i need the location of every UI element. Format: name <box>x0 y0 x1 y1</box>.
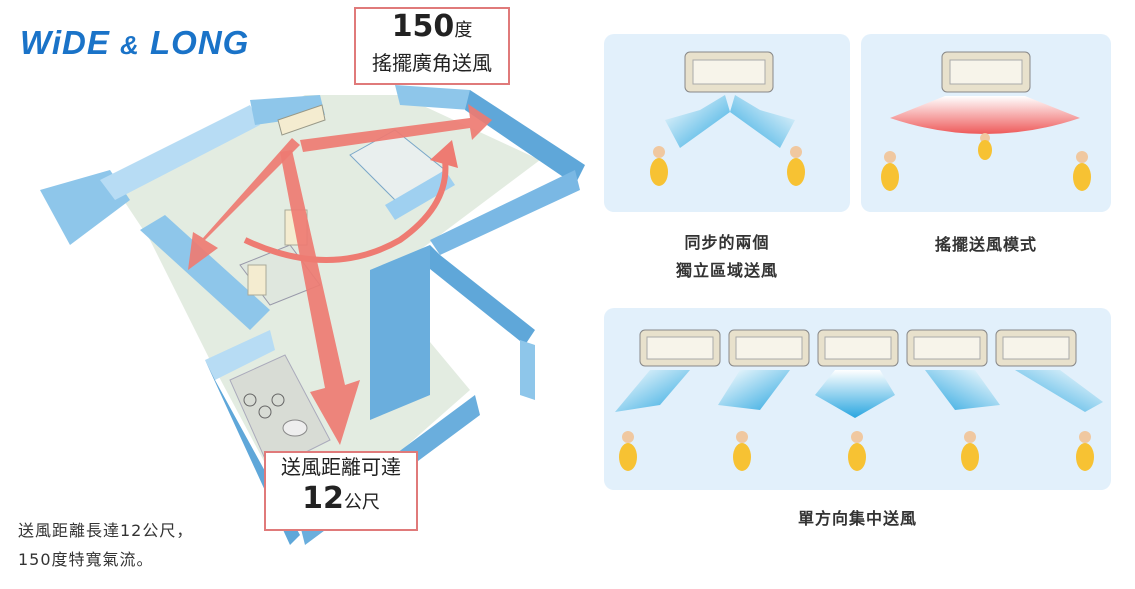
arrow-left <box>188 138 300 270</box>
swing-arc-head <box>430 140 458 168</box>
person-icon <box>733 431 751 471</box>
person-icon <box>1076 431 1094 471</box>
stove-burner <box>258 405 272 419</box>
ac-unit-4 <box>906 329 988 367</box>
callout-angle-value: 150度 <box>356 9 508 49</box>
wall-right-mid <box>430 170 580 255</box>
label-sync-line2: 獨立區域送風 <box>675 261 778 280</box>
airflow-4 <box>925 370 1000 410</box>
ac-unit-sync <box>684 51 774 93</box>
distance-unit: 公尺 <box>343 492 380 513</box>
kitchen-counter <box>229 354 331 471</box>
label-swing-mode: 搖擺送風模式 <box>934 235 1037 254</box>
callout-distance-value: 12公尺 <box>266 481 416 521</box>
wall-back-left <box>100 105 260 200</box>
wall-right-lower <box>425 245 535 345</box>
airflow-swing <box>890 96 1080 134</box>
kitchen-sink <box>282 419 308 437</box>
label-sync-line1: 同步的兩個 <box>684 233 770 252</box>
wall-inner-left <box>140 215 270 330</box>
logo-ampersand: & <box>120 30 140 60</box>
angle-unit: 度 <box>454 20 473 41</box>
ac-unit-3 <box>817 329 899 367</box>
logo-part-wide: WiDE <box>20 24 110 61</box>
callout-distance-desc: 送風距離可達 <box>281 455 401 479</box>
person-icon <box>848 431 866 471</box>
angle-number: 150 <box>391 9 455 44</box>
airflow-3 <box>815 370 895 418</box>
wall-right-top <box>465 90 585 185</box>
arrow-right <box>300 104 492 152</box>
wall-right-corner <box>520 340 535 400</box>
caption-line-1: 送風距離長達12公尺， <box>18 521 194 540</box>
label-single-direction-mode: 單方向集中送風 <box>797 509 917 528</box>
wall-kitchen-top <box>205 330 275 380</box>
person-icon <box>961 431 979 471</box>
stove-burner <box>243 393 257 407</box>
wall-inner <box>370 245 430 420</box>
person-icon <box>650 146 668 186</box>
person-icon <box>881 151 899 191</box>
ac-unit <box>277 104 326 136</box>
logo-part-long: LONG <box>150 24 250 61</box>
wall-back-right <box>395 85 470 110</box>
airflow-5 <box>1015 370 1103 412</box>
bed-frame <box>385 170 455 220</box>
person-icon <box>978 133 992 160</box>
caption-line-2: 150度特寬氣流。 <box>18 550 154 569</box>
person-icon <box>619 431 637 471</box>
person-icon <box>1073 151 1091 191</box>
ac-unit-2 <box>728 329 810 367</box>
distance-number: 12 <box>302 481 344 516</box>
brand-logo: WiDE & LONG <box>20 24 249 62</box>
airflow-1 <box>615 370 690 412</box>
label-sync-mode: 同步的兩個 獨立區域送風 <box>604 229 850 285</box>
arrow-down <box>280 150 360 445</box>
callout-angle-desc: 搖擺廣角送風 <box>372 51 492 75</box>
airflow-2 <box>718 370 790 410</box>
callout-swing-angle: 150度 搖擺廣角送風 <box>354 7 510 85</box>
stove-burner <box>271 393 285 407</box>
chair <box>247 264 267 296</box>
airflow-right <box>730 95 795 148</box>
airflow-left <box>665 95 730 148</box>
ac-unit-1 <box>639 329 721 367</box>
callout-distance: 送風距離可達 12公尺 <box>264 451 418 531</box>
person-icon <box>787 146 805 186</box>
swing-arc <box>243 159 449 263</box>
ac-unit-5 <box>995 329 1077 367</box>
ac-unit-swing <box>941 51 1031 93</box>
